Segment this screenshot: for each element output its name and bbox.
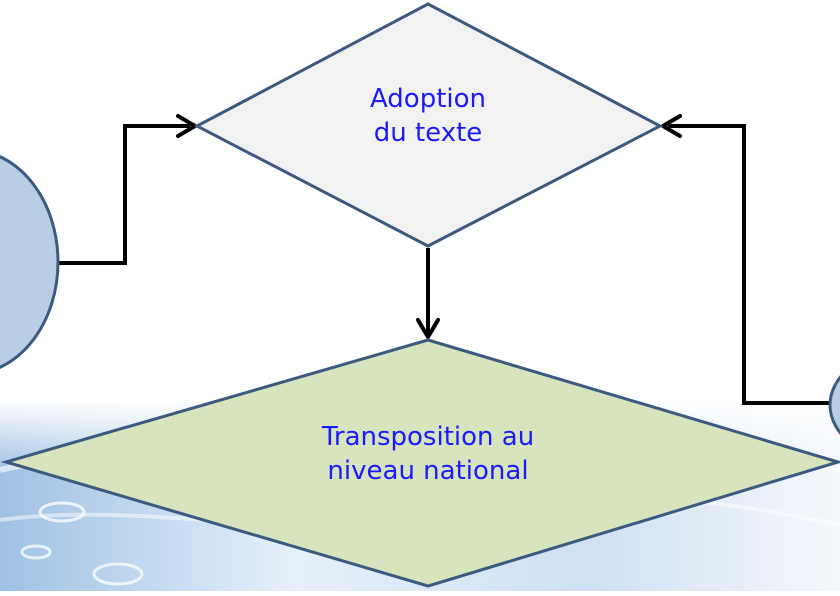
adoption-label-line-1: Adoption — [369, 84, 487, 114]
transposition-label: Transposition au niveau national — [248, 420, 608, 489]
adoption-diamond — [193, 2, 664, 248]
transposition-diamond — [0, 338, 840, 588]
connector-right-to-adoption — [668, 124, 840, 405]
connectors — [50, 124, 840, 405]
left-oval-node — [0, 155, 60, 369]
arrowhead-into-transposition — [416, 318, 440, 339]
right-oval-node — [828, 375, 840, 435]
adoption-label: Adoption du texte — [318, 82, 538, 151]
transposition-label-line-1: Transposition au — [321, 422, 535, 452]
transposition-label-line-2: niveau national — [327, 456, 529, 487]
adoption-label-line-2: du texte — [373, 118, 483, 149]
connector-left-to-adoption — [50, 124, 190, 265]
